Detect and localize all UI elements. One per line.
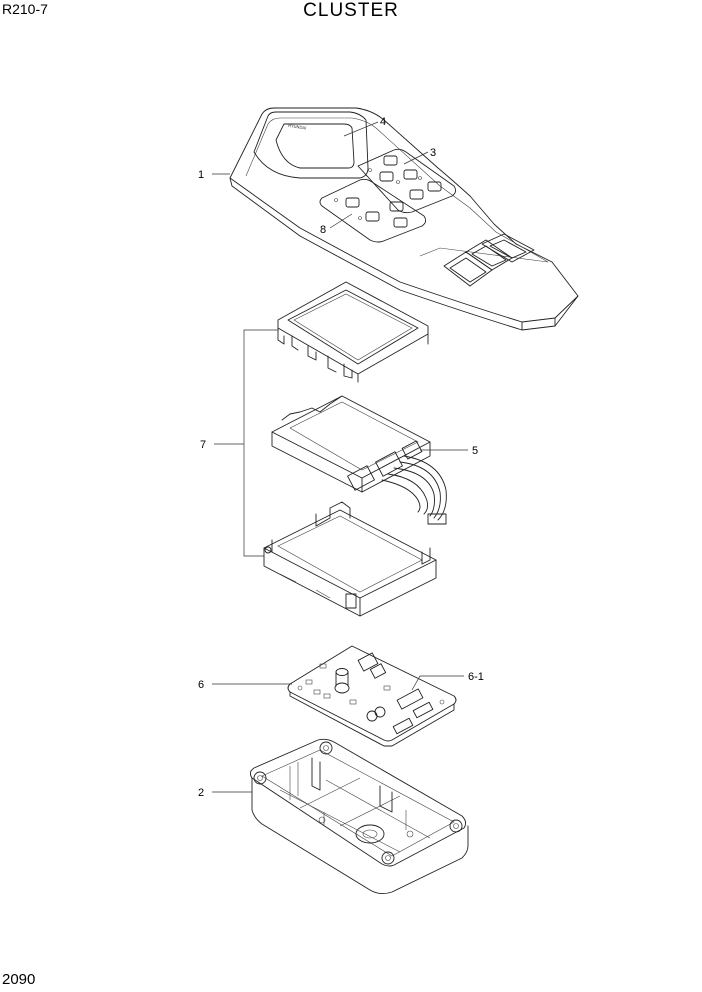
callout-6-1-label: 6-1	[468, 671, 484, 683]
callout-2-label: 2	[198, 787, 204, 799]
callout-4-label: 4	[380, 116, 386, 128]
callout-7-label: 7	[200, 439, 206, 451]
rear-cover-part	[249, 738, 469, 895]
callout-6-label: 6	[198, 679, 204, 691]
brand-logo-text: HYUNDAI	[288, 123, 307, 130]
callout-8-label: 8	[320, 224, 326, 236]
callout-3-label: 3	[430, 147, 436, 159]
upper-case-frame-part	[277, 281, 429, 383]
main-pcb-part	[287, 645, 457, 747]
page-title: CLUSTER	[303, 0, 399, 21]
lcd-pcb-assembly-part	[271, 395, 447, 525]
lower-case-tray-part	[263, 501, 437, 617]
page-number: 2090	[2, 971, 36, 988]
callout-1-label: 1	[198, 169, 204, 181]
callout-5-label: 5	[472, 445, 478, 457]
model-code: R210-7	[2, 1, 48, 17]
callouts: 1 4 3 8 7 5 6 6-1 2	[198, 116, 484, 799]
front-cover-part: HYUNDAI	[229, 107, 579, 331]
